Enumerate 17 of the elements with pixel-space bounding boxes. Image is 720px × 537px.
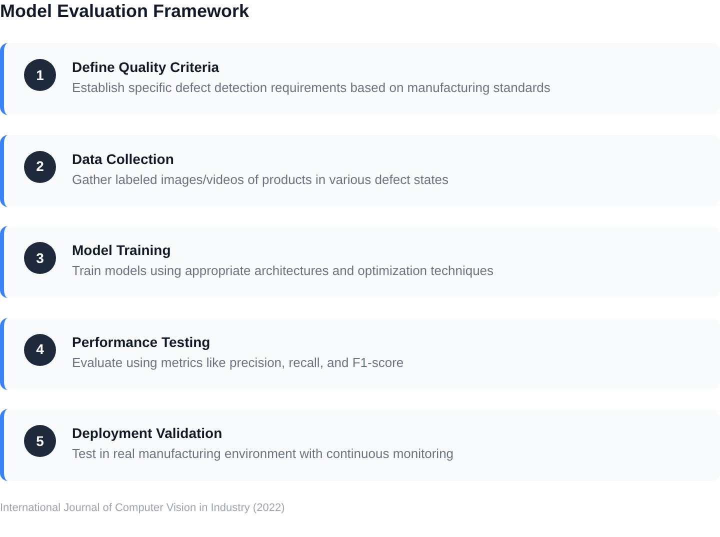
step-description: Establish specific defect detection requirements based on manufacturing standards <box>72 79 550 97</box>
step-heading: Model Training <box>72 241 171 260</box>
step-card <box>0 43 720 115</box>
step-description: Evaluate using metrics like precision, recall, and F1-score <box>72 354 404 372</box>
step-card <box>0 318 720 390</box>
step-heading: Data Collection <box>72 150 174 168</box>
step-heading: Performance Testing <box>72 332 210 352</box>
step-description: Gather labeled images/videos of products in various defect states <box>72 170 448 189</box>
source-note: International Journal of Computer Vision in Industry (2022) <box>0 501 285 516</box>
title: Model Evaluation Framework <box>0 0 250 22</box>
step-description: Train models using appropriate architectures and optimization techniques <box>72 262 494 280</box>
step-card <box>0 134 720 206</box>
step-heading: Define Quality Criteria <box>72 58 220 77</box>
step-card <box>0 226 720 298</box>
step-heading: Deployment Validation <box>72 424 222 443</box>
step-card <box>0 409 720 481</box>
step-description: Test in real manufacturing environment with continuous monitoring <box>72 445 454 463</box>
